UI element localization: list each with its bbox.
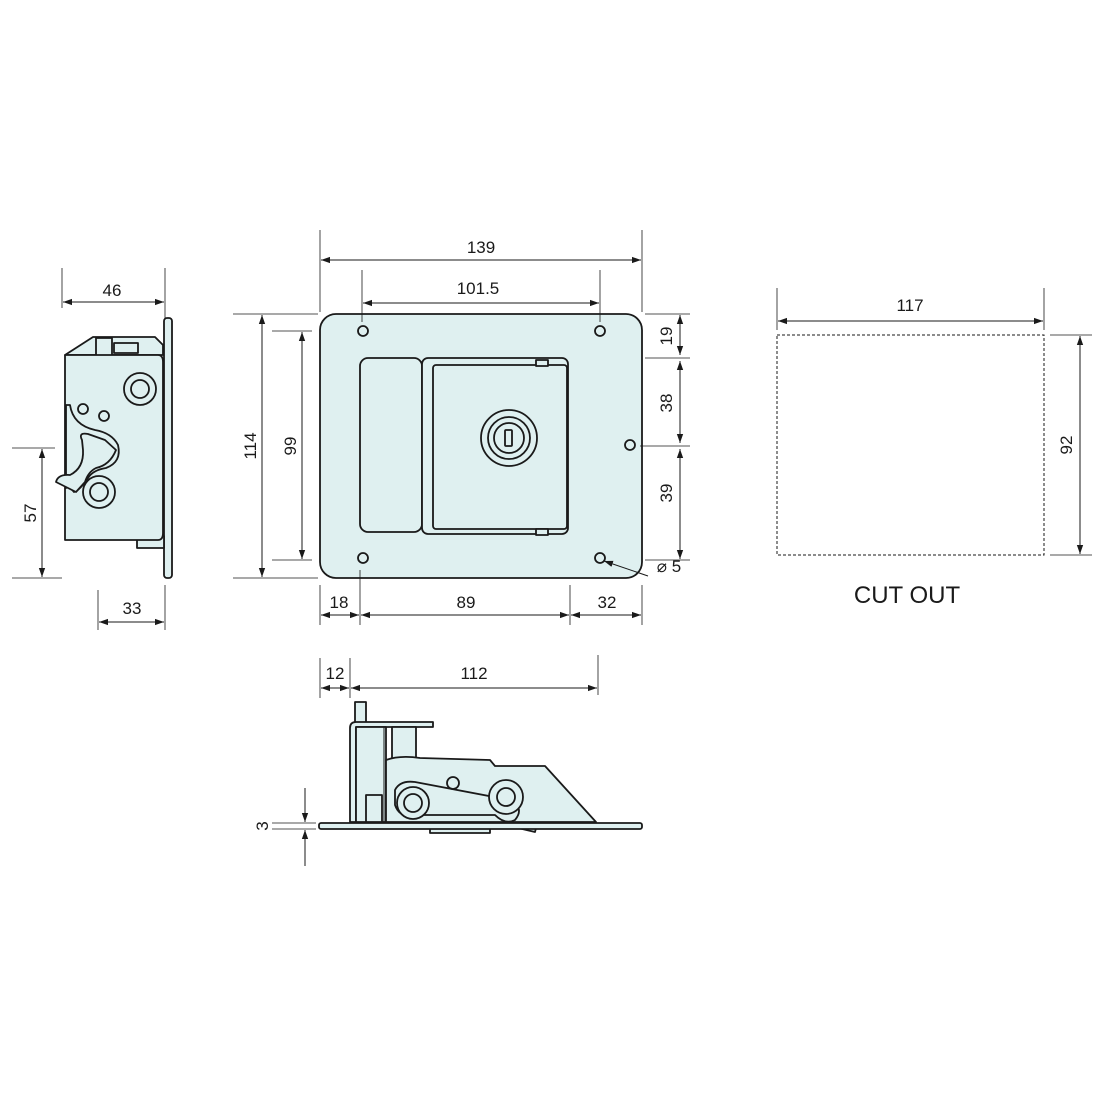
dim-label-cutout-width: 117: [896, 296, 923, 315]
mounting-hole: [357, 325, 369, 337]
dim-label-bottom-middle: 89: [457, 593, 476, 612]
bolt-slot: [113, 342, 139, 354]
hinge-tab: [535, 528, 549, 536]
dim-label-length: 112: [460, 664, 487, 683]
flange-plate-edge: [318, 822, 643, 830]
small-hole: [98, 410, 110, 422]
dim-label-width: 46: [103, 281, 122, 300]
key-slot: [504, 429, 513, 447]
small-hole: [77, 403, 89, 415]
small-hole: [446, 776, 460, 790]
dim-label-offset: 12: [326, 664, 345, 683]
bottom-view: 12 112 3: [253, 655, 643, 866]
dim-label-cutout-height: 92: [1057, 436, 1076, 455]
recess-pan: [359, 357, 423, 533]
spring: [365, 794, 383, 823]
bolt-block: [95, 337, 113, 357]
dim-label-overall-width: 139: [467, 238, 495, 257]
dim-label-plate-thickness: 3: [253, 821, 272, 830]
front-view: 139 101.5 114 99 19 38 39 ⌀ 5: [233, 230, 690, 625]
lock-body: [391, 726, 417, 761]
hinge-tab: [535, 359, 549, 367]
rotary-claw: [55, 432, 117, 493]
rivet-inner: [89, 482, 109, 502]
cut-out-view: 117 92 CUT OUT: [776, 288, 1092, 609]
leader-line: [603, 560, 649, 577]
dim-label-bottom-right: 32: [598, 593, 617, 612]
cut-out-outline: [776, 334, 1045, 556]
dim-label-overall-height: 114: [241, 432, 260, 459]
mounting-hole: [357, 552, 369, 564]
dim-label-right-bottom: 39: [657, 484, 676, 503]
dim-label-latch-height: 57: [21, 504, 40, 523]
dim-label-hole-spacing-height: 99: [281, 437, 300, 456]
cut-out-label: CUT OUT: [854, 582, 961, 609]
dim-label-hole-spacing-width: 101.5: [457, 279, 500, 298]
rivet-inner: [130, 379, 150, 399]
side-view: 46 57 33: [12, 268, 173, 630]
mounting-hole: [594, 552, 606, 564]
dim-label-right-middle: 38: [657, 394, 676, 413]
pivot-inner: [496, 787, 516, 807]
dim-label-hole-diameter: ⌀ 5: [657, 557, 681, 576]
dim-label-bottom-left: 18: [330, 593, 349, 612]
dim-label-depth: 33: [123, 599, 142, 618]
dim-label-right-top: 19: [657, 327, 676, 346]
mounting-hole: [624, 439, 636, 451]
pivot-inner: [403, 793, 423, 813]
mounting-plate-edge: [163, 317, 173, 579]
mounting-hole: [594, 325, 606, 337]
